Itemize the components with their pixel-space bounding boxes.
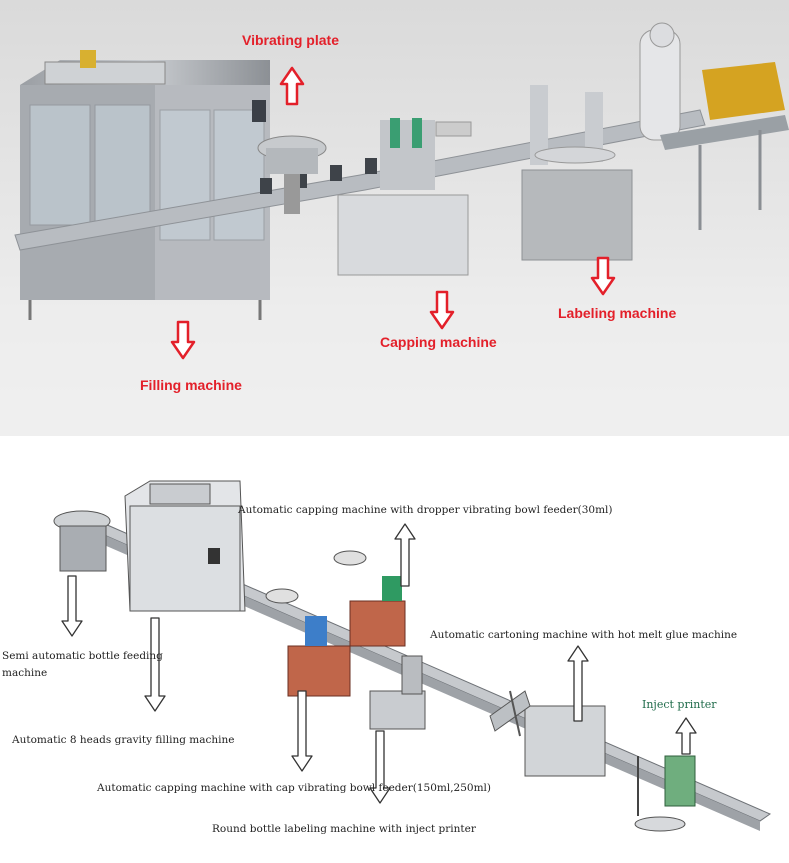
- gravity-filling-render: [124, 480, 246, 612]
- arrow-down-capping-icon: [429, 290, 455, 330]
- label-filling-machine: Filling machine: [140, 377, 242, 393]
- arrow-up-dropper-capping-icon: [394, 523, 416, 587]
- inject-printer-render: [634, 755, 696, 832]
- arrow-up-cartoning-icon: [567, 645, 589, 722]
- production-line-render: Vibrating plate Filling machine Capping …: [0, 0, 789, 436]
- vibrating-plate-render: [257, 135, 327, 214]
- filling-machine-render: [20, 50, 270, 320]
- arrow-down-feeding-icon: [61, 575, 83, 637]
- arrow-up-vibrating-icon: [279, 66, 305, 106]
- labeling-machine-render: [521, 85, 633, 261]
- label-labeling-machine: Labeling machine: [558, 305, 676, 321]
- cap-capping-render: [265, 588, 351, 697]
- top-render-panel: Vibrating plate Filling machine Capping …: [0, 0, 789, 436]
- carton-station-render: [639, 22, 789, 230]
- label-inject-printer: Inject printer: [642, 698, 717, 711]
- arrow-down-cap-capping-icon: [291, 690, 313, 772]
- arrow-down-labeling-icon: [369, 730, 391, 804]
- label-capping-cap: Automatic capping machine with cap vibra…: [96, 782, 491, 794]
- label-cartoning: Automatic cartoning machine with hot mel…: [429, 629, 737, 641]
- label-capping-machine: Capping machine: [380, 334, 497, 350]
- label-round-labeling: Round bottle labeling machine with injec…: [212, 823, 477, 835]
- label-vibrating-plate: Vibrating plate: [242, 32, 339, 48]
- label-capping-dropper: Automatic capping machine with dropper v…: [237, 504, 613, 516]
- bottom-diagram-panel: Automatic capping machine with dropper v…: [0, 436, 789, 863]
- arrow-down-filling-icon: [144, 617, 166, 712]
- cartoning-render: [489, 690, 606, 777]
- label-semi-auto-line1: Semi automatic bottle feeding: [2, 650, 163, 662]
- arrow-up-printer-icon: [675, 717, 697, 755]
- dropper-capping-render: [333, 550, 406, 647]
- bottle-feeding-render: [53, 510, 111, 572]
- label-gravity-filling: Automatic 8 heads gravity filling machin…: [11, 734, 234, 746]
- arrow-down-filling-icon: [170, 320, 196, 360]
- round-labeling-render: [369, 655, 426, 730]
- line-layout-diagram: Automatic capping machine with dropper v…: [0, 436, 789, 863]
- arrow-down-labeling-icon: [590, 256, 616, 296]
- capping-machine-render: [337, 118, 472, 276]
- label-semi-auto-line2: machine: [2, 667, 47, 679]
